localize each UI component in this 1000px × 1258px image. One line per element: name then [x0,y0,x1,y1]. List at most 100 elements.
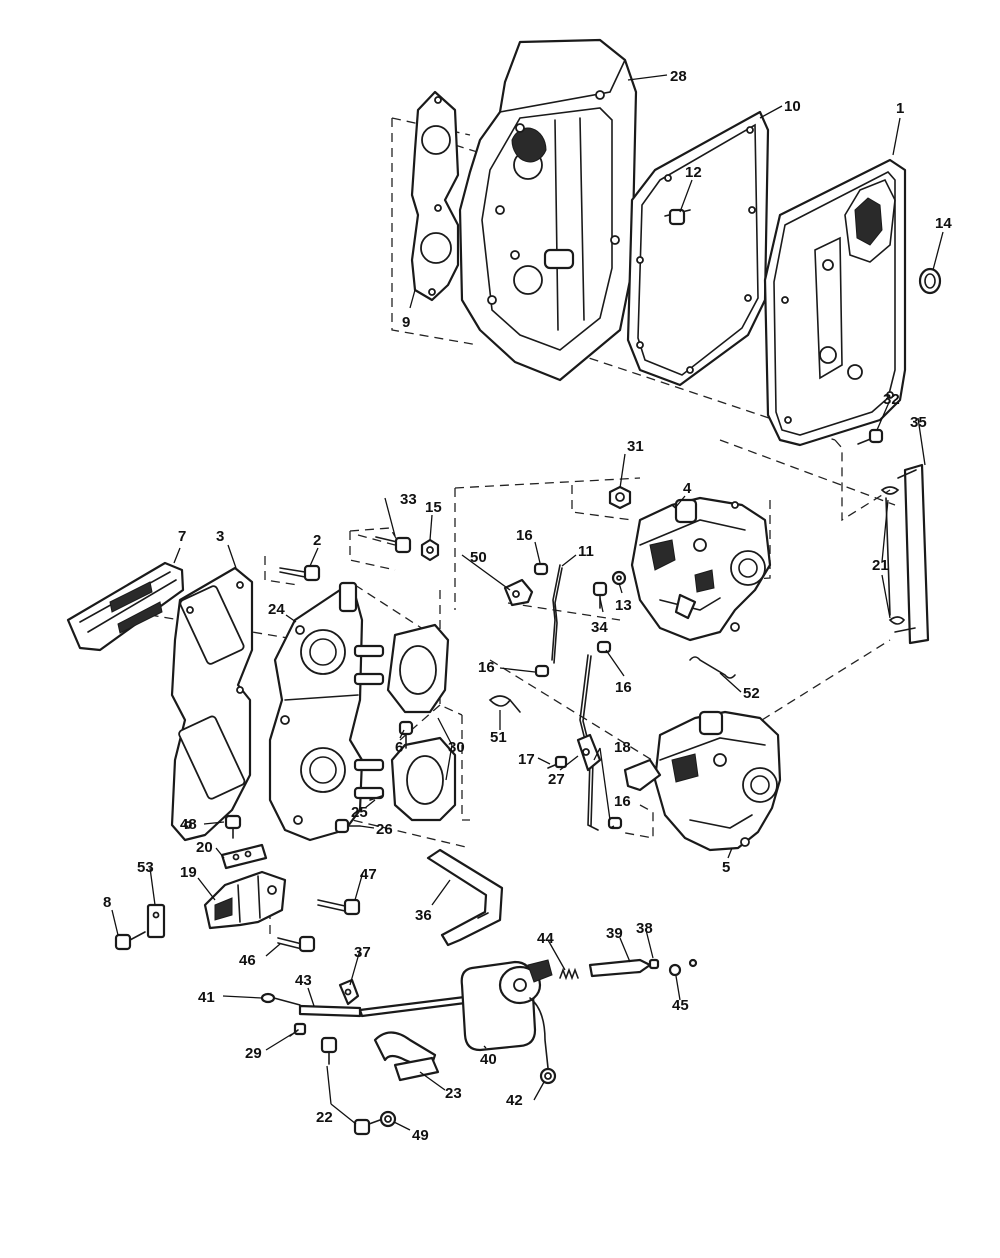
part-31-nut [608,485,632,510]
part-30-gaskets [386,623,457,822]
callout-32: 32 [883,391,900,408]
part-42-ring-terminal [539,1067,557,1085]
callout-16d: 16 [614,793,631,810]
part-24-intake-manifold [268,581,385,842]
callout-14: 14 [935,215,952,232]
part-16-bushings [533,562,623,830]
part-53-plate [146,903,166,939]
part-13-washer [611,570,627,586]
part-49-lockwasher [379,1110,397,1128]
part-11-link-rod [551,564,563,664]
part-9-gasket [410,90,460,302]
callout-45: 45 [672,997,689,1014]
callout-17: 17 [518,751,535,768]
callout-3: 3 [216,528,224,545]
callout-39: 39 [606,925,623,942]
callout-28: 28 [670,68,687,85]
part-47-bolt [317,898,361,916]
callout-24: 24 [268,601,285,618]
callout-19: 19 [180,864,197,881]
callout-48: 48 [180,816,197,833]
callout-6: 6 [395,739,403,756]
callout-9: 9 [402,314,410,331]
callout-26: 26 [376,821,393,838]
part-3-gasket [170,566,254,842]
callout-13: 13 [615,597,632,614]
part-48-screw [224,814,242,839]
callout-33: 33 [400,491,417,508]
callout-52: 52 [743,685,760,702]
callout-labels: 1 2 3 4 5 6 7 8 9 10 11 12 13 14 15 16 1… [103,68,952,1144]
part-52-linkage [689,656,736,679]
callout-8: 8 [103,894,111,911]
part-12-screw [664,208,691,226]
leader-lines [111,74,944,1131]
part-8-screw [114,931,146,951]
callout-29: 29 [245,1045,262,1062]
callout-20: 20 [196,839,213,856]
callout-16c: 16 [615,679,632,696]
callout-15: 15 [425,499,442,516]
part-40-solenoid [460,959,553,1069]
callout-49: 49 [412,1127,429,1144]
callout-36: 36 [415,907,432,924]
part-5-lower-carburetor [623,710,782,852]
callout-5: 5 [722,859,730,876]
callout-37: 37 [354,944,371,961]
part-26-screw [334,818,361,834]
part-6-screw [398,720,414,749]
callout-31: 31 [627,438,644,455]
part-4-upper-carburetor [630,496,772,642]
callout-23: 23 [445,1085,462,1102]
part-34-screw [592,581,608,609]
part-15-nut [420,538,440,562]
callout-18: 18 [614,739,631,756]
part-33-stud [375,536,412,554]
callout-27: 27 [548,771,565,788]
callout-25: 25 [351,804,368,821]
callout-51: 51 [490,729,507,746]
part-32-screw [857,428,884,445]
callout-46: 46 [239,952,256,969]
callout-35: 35 [910,414,927,431]
part-39-plunger [588,958,652,978]
part-51-spring-clip [488,695,521,713]
callout-34: 34 [591,619,608,636]
callout-47: 47 [360,866,377,883]
callout-10: 10 [784,98,801,115]
callout-50: 50 [470,549,487,566]
part-7-reed-block [66,561,185,652]
part-23-strap [373,1031,440,1082]
part-45-clip [668,958,698,977]
part-37-clamp [338,978,360,1006]
part-29-screw [289,1022,307,1037]
part-17-screw [547,755,568,769]
callout-43: 43 [295,972,312,989]
part-41-ground-wire [260,992,301,1006]
callout-22: 22 [316,1109,333,1126]
callout-38: 38 [636,920,653,937]
callout-30: 30 [448,739,465,756]
callout-53: 53 [137,859,154,876]
part-28-cover-housing [458,38,638,382]
part-44-spring [559,967,579,981]
callout-42: 42 [506,1092,523,1109]
part-35-hose [894,463,930,645]
callout-11: 11 [578,543,594,560]
part-46-bolt [277,935,316,953]
callout-1: 1 [896,100,904,117]
callout-21: 21 [872,557,889,574]
part-10-gasket [626,110,770,387]
callout-16a: 16 [516,527,533,544]
part-22-screws [320,1036,381,1136]
callout-12: 12 [685,164,702,181]
part-19-bracket [203,870,287,930]
callout-7: 7 [178,528,186,545]
callout-2: 2 [313,532,321,549]
part-27-lever [576,733,602,772]
part-50-bracket [503,578,534,607]
part-2-bolt [279,564,321,582]
callout-4: 4 [683,480,692,497]
callout-41: 41 [198,989,215,1006]
